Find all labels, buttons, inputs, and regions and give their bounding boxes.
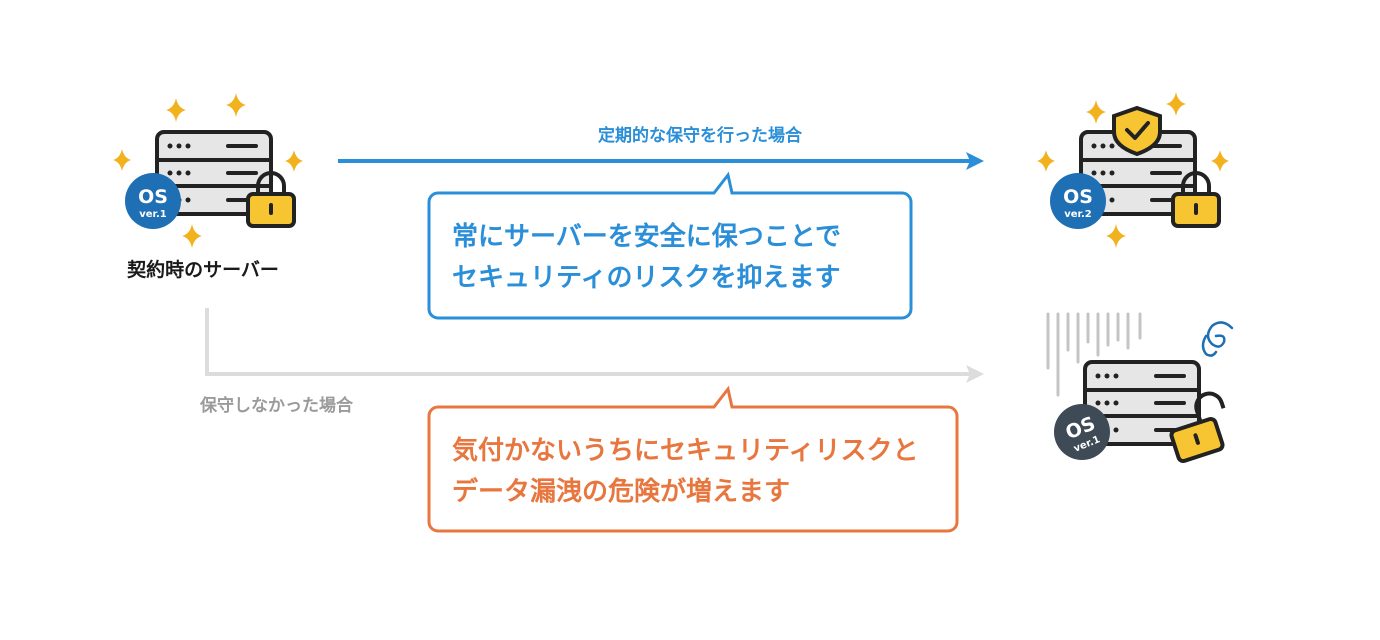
open-lock-icon	[1169, 391, 1226, 464]
os-badge: OS ver.2	[1050, 173, 1106, 229]
orange-bubble-text: 気付かないうちにセキュリティリスクと データ漏洩の危険が増えます	[452, 431, 918, 513]
left-server-group: OS ver.1	[113, 93, 303, 248]
os-badge: OS ver.1	[125, 173, 181, 229]
maintained-server-group: OS ver.2	[1037, 92, 1229, 248]
os-badge: OS ver.1	[1054, 404, 1110, 460]
sparkle-icon	[1037, 92, 1229, 248]
unmaintained-server-group: OS ver.1	[1046, 312, 1234, 464]
orange-bubble-line-1: 気付かないうちにセキュリティリスクと	[452, 436, 919, 466]
dizzy-spiral-icon	[1201, 321, 1234, 357]
os-badge-version: ver.1	[139, 209, 167, 220]
lock-icon	[1171, 171, 1221, 228]
top-arrow	[338, 152, 984, 170]
sparkle-icon	[113, 93, 303, 248]
blue-bubble-text: 常にサーバーを安全に保つことで セキュリティのリスクを抑えます	[452, 217, 841, 299]
blue-bubble-line-2: セキュリティのリスクを抑えます	[452, 263, 841, 293]
left-server-caption: 契約時のサーバー	[127, 259, 279, 281]
os-badge-version: ver.2	[1064, 209, 1092, 220]
top-path-label: 定期的な保守を行った場合	[598, 126, 802, 146]
falling-lines-icon	[1046, 312, 1142, 397]
lock-icon	[246, 171, 296, 228]
server-icon	[1083, 360, 1201, 446]
bottom-path-label: 保守しなかった場合	[200, 396, 353, 416]
orange-speech-bubble	[427, 385, 959, 533]
orange-bubble-line-2: データ漏洩の危険が増えます	[452, 477, 791, 507]
shield-check-icon	[1112, 105, 1162, 157]
bottom-arrow	[205, 308, 984, 383]
blue-bubble-line-1: 常にサーバーを安全に保つことで	[452, 222, 841, 252]
os-badge-label: OS	[1063, 186, 1093, 208]
blue-speech-bubble	[427, 171, 913, 320]
os-badge-label: OS	[138, 186, 168, 208]
